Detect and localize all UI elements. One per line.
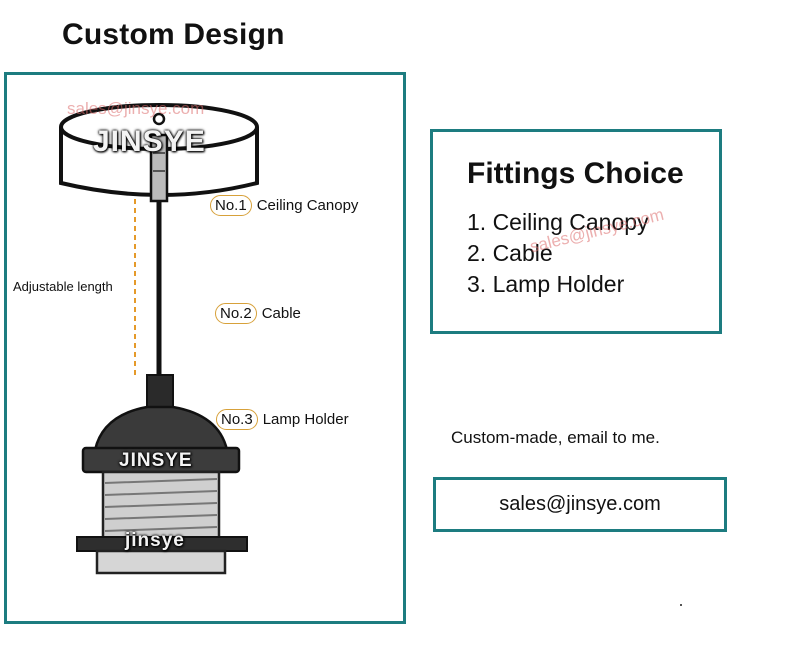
callout-label: Cable <box>261 305 301 322</box>
callout-number-badge: No.3 <box>216 409 258 430</box>
callout-label: Ceiling Canopy <box>256 197 359 214</box>
fittings-choice-title: Fittings Choice <box>467 157 684 190</box>
page-title: Custom Design <box>62 18 285 51</box>
custom-made-note: Custom-made, email to me. <box>451 428 660 447</box>
email-link[interactable]: sales@jinsye.com <box>499 493 661 515</box>
callout-label: Lamp Holder <box>262 411 349 428</box>
stray-dot <box>680 604 682 606</box>
brand-watermark-middle: JINSYE <box>119 450 193 471</box>
pendant-lamp-drawing <box>59 103 259 575</box>
brand-watermark-upper: JINSYE <box>93 125 206 158</box>
fittings-choice-box <box>430 129 722 334</box>
list-item: 1. Ceiling Canopy <box>467 209 649 235</box>
list-item: 3. Lamp Holder <box>467 271 625 297</box>
callout-ceiling-canopy: No.1 Ceiling Canopy <box>210 195 358 216</box>
email-box: sales@jinsye.com <box>433 477 727 532</box>
brand-watermark-lower: jinsye <box>125 530 185 551</box>
callout-number-badge: No.2 <box>215 303 257 324</box>
callout-cable: No.2 Cable <box>215 303 301 324</box>
adjustable-length-label: Adjustable length <box>13 279 113 294</box>
diagram-frame: sales@jinsye.com JINSYE JINSYE jinsye Ad… <box>4 72 406 624</box>
lamp-holder-illustration <box>76 374 248 575</box>
ceiling-canopy-illustration <box>59 103 259 203</box>
watermark-top: sales@jinsye.com <box>67 99 205 118</box>
list-item: 2. Cable <box>467 240 553 266</box>
callout-number-badge: No.1 <box>210 195 252 216</box>
fittings-list: 1. Ceiling Canopy 2. Cable 3. Lamp Holde… <box>467 207 649 300</box>
callout-lamp-holder: No.3 Lamp Holder <box>216 409 349 430</box>
